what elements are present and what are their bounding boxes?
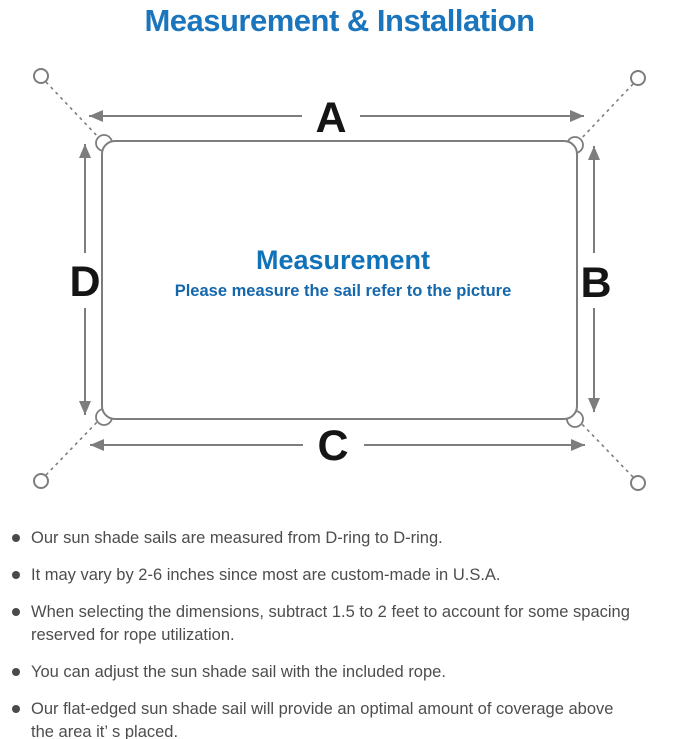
measurement-diagram: A C D B Measurement Please measure the s… [33, 68, 646, 491]
note-item: It may vary by 2-6 inches since most are… [12, 564, 673, 587]
sail-rectangle [101, 140, 578, 420]
diagram-center-title: Measurement [256, 245, 430, 275]
note-item: Our flat-edged sun shade sail will provi… [12, 698, 673, 739]
page-title: Measurement & Installation [144, 3, 535, 38]
notes-list: Our sun shade sails are measured from D-… [0, 510, 679, 739]
rope-line-top-right [577, 83, 634, 143]
anchor-point-icon-top-right [630, 70, 646, 86]
rope-line-bottom-right [577, 419, 634, 478]
note-item: When selecting the dimensions, subtract … [12, 601, 673, 647]
dimension-label-b: B [580, 259, 611, 307]
anchor-point-icon-bottom-right [630, 475, 646, 491]
bullet-icon [12, 608, 20, 616]
note-text: When selecting the dimensions, subtract … [31, 603, 630, 644]
note-item: Our sun shade sails are measured from D-… [12, 527, 673, 550]
dimension-label-a: A [315, 94, 346, 142]
rope-line-top-left [45, 81, 102, 141]
anchor-point-icon-bottom-left [33, 473, 49, 489]
dimension-label-d: D [69, 258, 100, 306]
diagram-center-subtitle: Please measure the sail refer to the pic… [175, 282, 512, 300]
anchor-point-icon-top-left [33, 68, 49, 84]
bullet-icon [12, 668, 20, 676]
bullet-icon [12, 705, 20, 713]
note-item: You can adjust the sun shade sail with t… [12, 661, 673, 684]
bullet-icon [12, 571, 20, 579]
note-text: Our sun shade sails are measured from D-… [31, 529, 443, 547]
note-text: You can adjust the sun shade sail with t… [31, 663, 446, 681]
rope-line-bottom-left [45, 417, 102, 476]
bullet-icon [12, 534, 20, 542]
dimension-label-c: C [317, 422, 348, 470]
note-text: It may vary by 2-6 inches since most are… [31, 566, 501, 584]
note-text: Our flat-edged sun shade sail will provi… [31, 700, 614, 739]
